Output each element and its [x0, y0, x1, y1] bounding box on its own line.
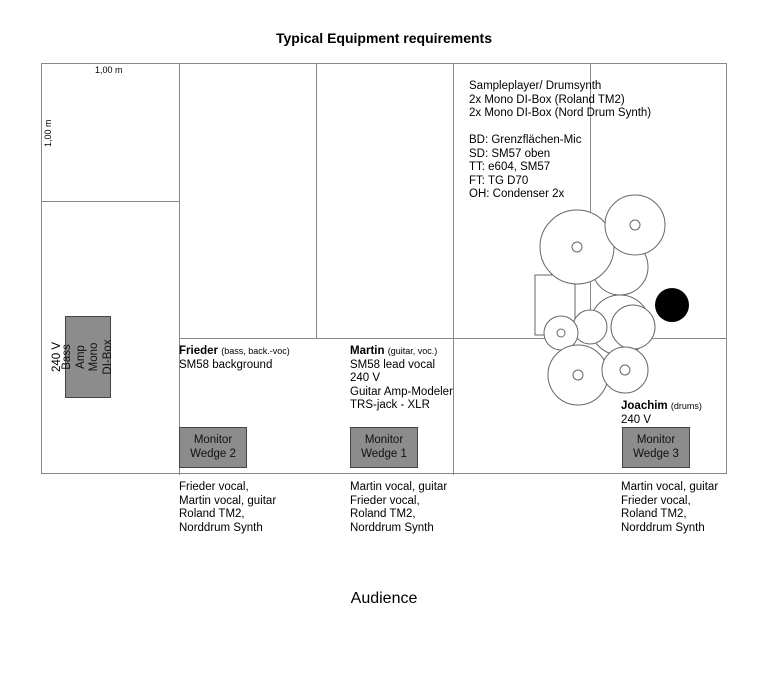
monitor-mix-3: Martin vocal, guitar Frieder vocal, Rola… [621, 481, 718, 535]
stage-outline [41, 63, 727, 475]
monitor-label-line2: Wedge 2 [190, 447, 236, 460]
joachim-name: Joachim [621, 400, 668, 412]
drum-line: TT: e604, SM57 [469, 161, 551, 173]
martin-line: TRS-jack - XLR [350, 399, 430, 411]
drum-requirements: Sampleplayer/ Drumsynth 2x Mono DI-Box (… [469, 80, 651, 202]
drum-line: SD: SM57 oben [469, 147, 551, 160]
cymbal-center [619, 364, 631, 376]
monitor-mix-2: Frieder vocal, Martin vocal, guitar Rola… [179, 481, 276, 535]
mix-line: Norddrum Synth [179, 521, 263, 534]
frieder-name: Frieder [179, 345, 218, 357]
drum-spacer [469, 121, 651, 135]
drum-kit-drawing [534, 194, 689, 406]
cymbal-center [572, 369, 584, 381]
grid-line [316, 64, 317, 338]
mix-line: Frieder vocal, [179, 481, 249, 493]
bass-amp-line2: Mono DI-Box [88, 339, 114, 375]
bass-amp-line1: Bass Amp [61, 344, 87, 370]
drum-line: 2x Mono DI-Box (Nord Drum Synth) [469, 107, 652, 119]
joachim-line: 240 V [621, 413, 652, 426]
frieder-block: Frieder (bass, back.-voc) SM58 backgroun… [179, 345, 290, 372]
martin-line: Guitar Amp-Modeler [350, 385, 453, 398]
martin-role: (guitar, voc.) [387, 346, 438, 356]
monitor-label-line1: Monitor [364, 434, 404, 446]
mix-line: Martin vocal, guitar [350, 481, 448, 493]
drum-line: Sampleplayer/ Drumsynth [469, 80, 602, 92]
grid-line [179, 64, 180, 475]
mix-line: Roland TM2, [621, 508, 687, 520]
martin-name: Martin [350, 345, 385, 357]
joachim-role: (drums) [670, 401, 702, 411]
frieder-role: (bass, back.-voc) [221, 346, 290, 356]
rack-tom [610, 304, 656, 350]
joachim-block: Joachim (drums) 240 V [621, 400, 702, 427]
grid-line [590, 64, 591, 338]
monitor-label-line1: Monitor [636, 434, 676, 446]
martin-block: Martin (guitar, voc.) SM58 lead vocal 24… [350, 345, 453, 413]
monitor-mix-1: Martin vocal, guitar Frieder vocal, Rola… [350, 481, 447, 535]
drum-line: OH: Condenser 2x [469, 188, 565, 200]
mix-line: Norddrum Synth [621, 521, 705, 534]
mix-line: Norddrum Synth [350, 521, 434, 534]
mix-line: Martin vocal, guitar [621, 481, 719, 493]
grid-line [42, 201, 179, 202]
mix-line: Martin vocal, guitar [179, 494, 277, 507]
monitor-label-line2: Wedge 3 [633, 447, 679, 460]
martin-line: 240 V [350, 372, 381, 384]
audience-label: Audience [350, 590, 418, 607]
drum-line: 2x Mono DI-Box (Roland TM2) [469, 93, 625, 106]
grid-line [179, 338, 727, 339]
scale-width-label: 1,00 m [95, 65, 123, 75]
mix-line: Frieder vocal, [350, 494, 420, 507]
drum-line: BD: Grenzflächen-Mic [469, 134, 582, 146]
cymbal-center [571, 241, 583, 253]
dark-drum [655, 288, 689, 322]
drum-line: FT: TG D70 [469, 174, 529, 187]
monitor-label-line1: Monitor [193, 434, 233, 446]
diagram-title: Typical Equipment requirements [275, 30, 492, 46]
cymbal-center [556, 328, 566, 338]
mix-line: Roland TM2, [350, 508, 416, 520]
cymbal-center [629, 219, 641, 231]
mix-line: Frieder vocal, [621, 494, 691, 507]
mix-line: Roland TM2, [179, 508, 245, 520]
martin-line: SM58 lead vocal [350, 358, 436, 371]
frieder-line: SM58 background [179, 358, 273, 371]
snare-drum [572, 309, 608, 345]
monitor-label-line2: Wedge 1 [361, 447, 407, 460]
scale-height-label: 1,00 m [43, 119, 53, 147]
grid-line [453, 64, 454, 475]
